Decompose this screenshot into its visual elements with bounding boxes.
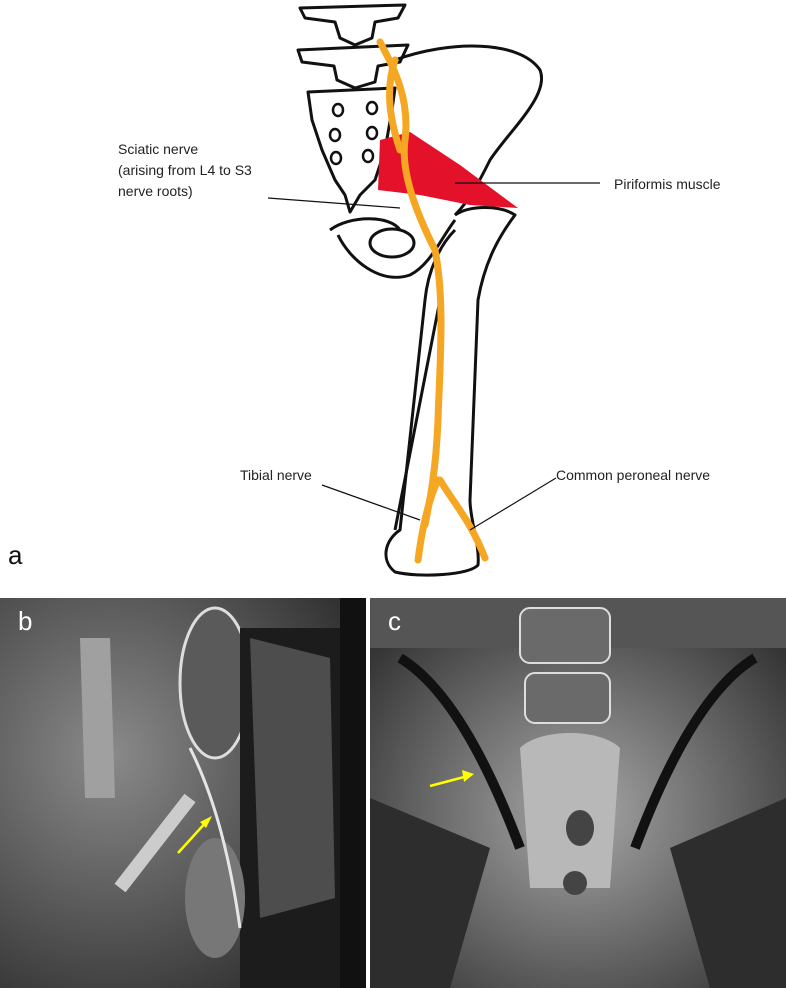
- yellow-arrow-b: [177, 816, 212, 854]
- mri-sagittal-panel: b: [0, 598, 366, 988]
- femur: [384, 206, 517, 577]
- label-tibial-nerve: Tibial nerve: [240, 467, 312, 483]
- label-sciatic-nerve-origin: (arising from L4 to S3: [118, 162, 252, 178]
- mri-coronal-panel: c: [370, 598, 786, 988]
- common-peroneal-nerve: [436, 476, 489, 562]
- anatomy-diagram-panel: Sciatic nerve (arising from L4 to S3 ner…: [8, 3, 721, 577]
- yellow-arrow-c: [429, 770, 474, 788]
- sciatic-nerve: [376, 38, 489, 564]
- panel-letter-a: a: [8, 540, 23, 570]
- lumbar-vertebra-upper: [298, 3, 407, 47]
- panel-letter-c: c: [388, 606, 401, 636]
- label-sciatic-nerve: Sciatic nerve: [118, 141, 199, 157]
- obturator-foramen: [368, 227, 416, 259]
- label-piriformis-muscle: Piriformis muscle: [614, 176, 721, 192]
- label-sciatic-nerve-roots: nerve roots): [118, 183, 193, 199]
- hip-anatomy-drawing: [267, 3, 600, 577]
- panel-letter-b: b: [18, 606, 33, 636]
- lumbar-vertebra-lower: [296, 43, 410, 90]
- label-common-peroneal-nerve: Common peroneal nerve: [556, 467, 711, 483]
- tibial-nerve: [414, 476, 442, 564]
